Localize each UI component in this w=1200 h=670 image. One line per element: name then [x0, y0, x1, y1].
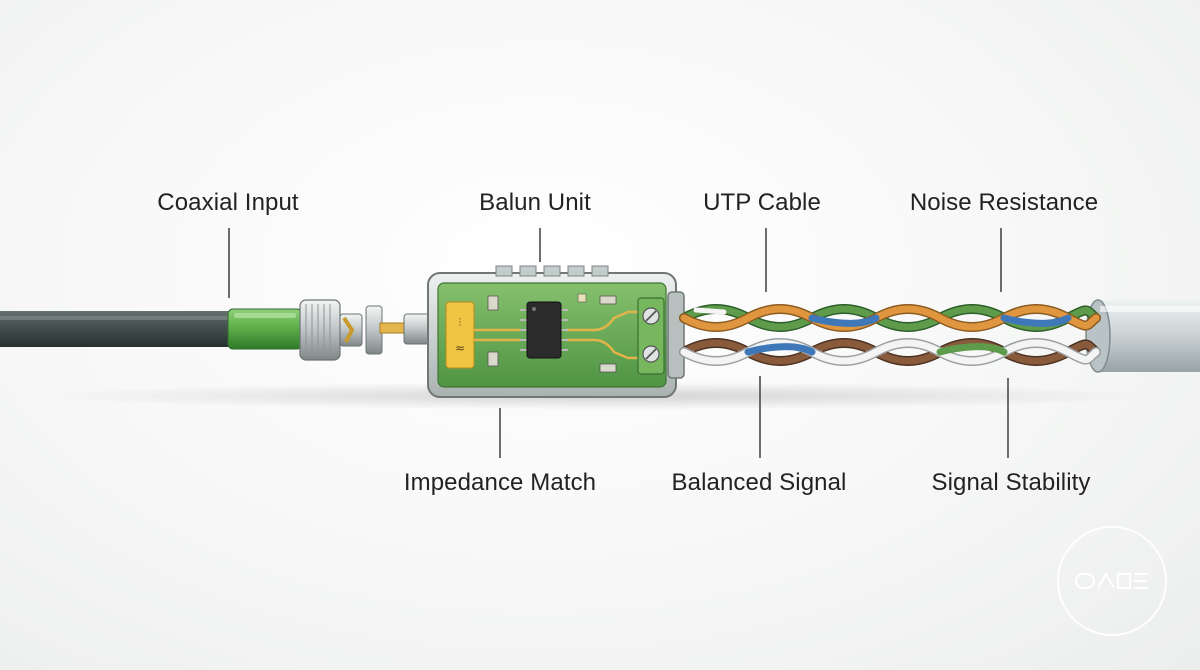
watermark-logo-icon: [1057, 526, 1167, 636]
ic-chip-icon: [520, 301, 568, 359]
label-coaxial-input: Coaxial Input: [157, 189, 299, 216]
label-signal-stability: Signal Stability: [931, 469, 1091, 496]
label-impedance-match: Impedance Match: [403, 469, 597, 496]
twisted-pair-wires: [679, 304, 1101, 366]
label-utp-cable: UTP Cable: [703, 189, 821, 216]
coaxial-cable: [0, 311, 236, 347]
label-balanced-signal: Balanced Signal: [671, 469, 847, 496]
utp-cable-jacket: [1085, 299, 1200, 373]
bnc-connector-icon: [299, 299, 435, 361]
svg-text:⫶: ⫶: [459, 316, 462, 329]
leader-lines: [228, 228, 1009, 458]
screw-terminal-icon: [637, 297, 665, 375]
svg-text:≈: ≈: [455, 341, 465, 355]
coax-green-sleeve: [227, 308, 303, 350]
label-noise-resistance: Noise Resistance: [909, 189, 1099, 216]
label-balun-unit: Balun Unit: [479, 189, 591, 216]
